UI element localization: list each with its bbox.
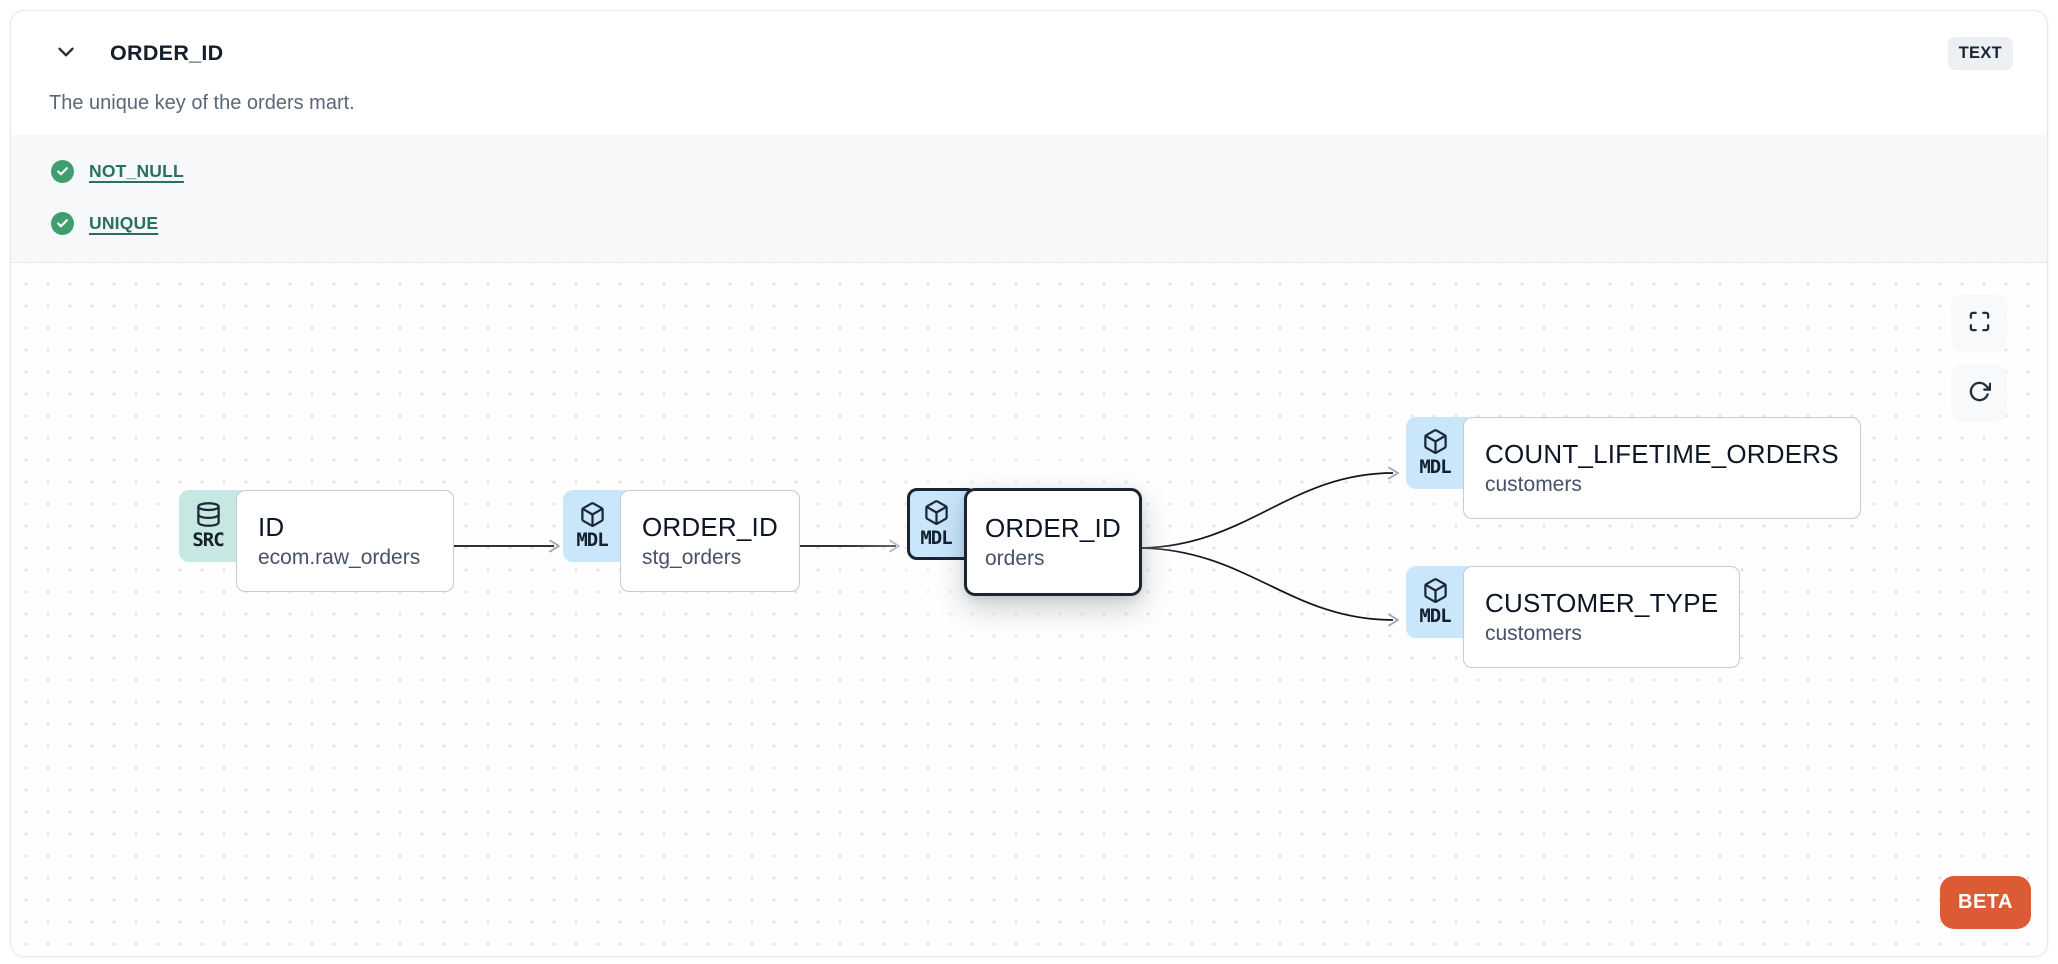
node-badge-label: MDL <box>1419 456 1451 478</box>
node-title: CUSTOMER_TYPE <box>1485 588 1719 618</box>
test-link-not-null[interactable]: NOT_NULL <box>89 161 184 181</box>
node-title: COUNT_LIFETIME_ORDERS <box>1485 439 1839 469</box>
maximize-icon <box>1968 310 1991 336</box>
node-card: CUSTOMER_TYPE customers <box>1463 566 1741 668</box>
lineage-canvas[interactable]: SRC ID ecom.raw_orders MDL ORDER_ID stg_… <box>11 263 2047 949</box>
tests-section: NOT_NULL UNIQUE <box>11 135 2047 263</box>
node-subtitle: ecom.raw_orders <box>258 546 421 569</box>
cube-icon <box>923 499 950 526</box>
beta-badge: BETA <box>1940 876 2031 929</box>
fullscreen-button[interactable] <box>1951 294 2007 352</box>
node-card: ORDER_ID orders <box>964 488 1142 596</box>
test-link-unique[interactable]: UNIQUE <box>89 213 159 233</box>
check-circle-icon <box>51 212 74 235</box>
node-subtitle: orders <box>985 547 1045 570</box>
chevron-down-icon <box>53 39 79 68</box>
node-subtitle: stg_orders <box>642 546 742 569</box>
column-details-card: ORDER_ID TEXT The unique key of the orde… <box>10 10 2048 957</box>
refresh-button[interactable] <box>1951 364 2007 422</box>
cube-icon <box>579 501 606 528</box>
node-card: COUNT_LIFETIME_ORDERS customers <box>1463 417 1861 519</box>
column-description: The unique key of the orders mart. <box>49 92 355 114</box>
page-title: ORDER_ID <box>110 41 224 65</box>
cube-icon <box>1422 577 1449 604</box>
test-row-unique: UNIQUE <box>51 212 2007 235</box>
node-title: ORDER_ID <box>985 513 1121 543</box>
node-title: ORDER_ID <box>642 512 778 542</box>
node-badge-label: MDL <box>920 527 952 549</box>
cube-icon <box>1422 428 1449 455</box>
node-card: ORDER_ID stg_orders <box>620 490 800 592</box>
check-circle-icon <box>51 160 74 183</box>
node-badge-label: MDL <box>1419 605 1451 627</box>
node-title: ID <box>258 512 285 542</box>
refresh-icon <box>1968 380 1991 406</box>
database-icon <box>195 501 222 528</box>
node-subtitle: customers <box>1485 473 1582 496</box>
node-badge-label: MDL <box>576 529 608 551</box>
node-badge-label: SRC <box>192 529 224 551</box>
collapse-button[interactable] <box>51 37 81 70</box>
lineage-edges <box>448 466 1399 627</box>
node-subtitle: customers <box>1485 622 1582 645</box>
test-row-not-null: NOT_NULL <box>51 160 2007 183</box>
column-type-badge: TEXT <box>1947 37 2013 70</box>
header: ORDER_ID TEXT <box>11 11 2047 70</box>
node-card: ID ecom.raw_orders <box>236 490 454 592</box>
